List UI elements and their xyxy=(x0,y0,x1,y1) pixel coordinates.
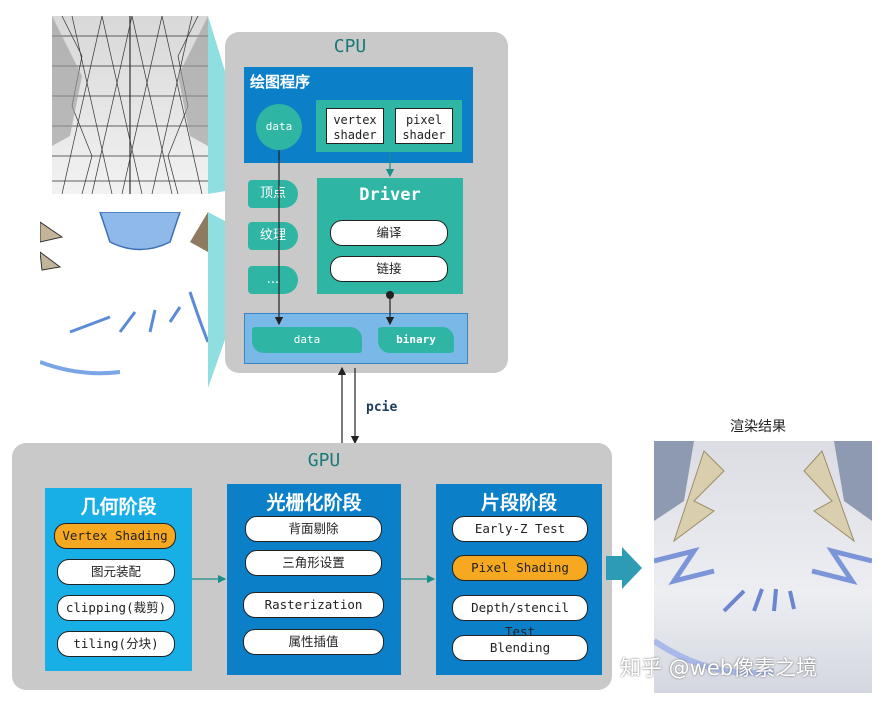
result-label: 渲染结果 xyxy=(730,419,786,435)
vertex-shading-step: Vertex Shading xyxy=(54,523,176,549)
render-result-image xyxy=(654,441,872,693)
driver-title: Driver xyxy=(359,185,421,205)
depth-stencil-test-step: Depth/stencil Test xyxy=(452,595,588,639)
clipping-step: clipping(裁剪) xyxy=(57,595,175,621)
geometry-stage-title: 几何阶段 xyxy=(80,496,157,518)
attribute-interpolation-step: 属性插值 xyxy=(243,629,384,655)
vertex-shader-doc: vertex shader xyxy=(326,108,384,144)
data-circle: data xyxy=(256,104,302,150)
rasterization-step: Rasterization xyxy=(243,592,384,618)
cpu-title: CPU xyxy=(333,36,367,57)
triangle-setup-step: 三角形设置 xyxy=(245,550,382,576)
pcie-label: pcie xyxy=(366,400,398,415)
texture-render-image xyxy=(40,212,208,388)
tag-vertex: 顶点 xyxy=(248,180,298,208)
wireframe-mesh-image xyxy=(52,16,208,194)
fragment-stage-title: 片段阶段 xyxy=(480,492,557,514)
result-arrow xyxy=(606,547,642,589)
output-data: data xyxy=(252,327,362,353)
tag-more: ... xyxy=(248,266,298,294)
pixel-shader-doc: pixel shader xyxy=(395,108,453,144)
primitive-assembly-step: 图元装配 xyxy=(57,559,175,585)
early-z-test-step: Early-Z Test xyxy=(452,516,588,542)
compile-button: 编译 xyxy=(330,220,448,246)
blending-step: Blending xyxy=(452,635,588,661)
tiling-step: tiling(分块) xyxy=(57,631,175,657)
output-binary: binary xyxy=(378,327,454,353)
backface-culling-step: 背面剔除 xyxy=(245,516,382,542)
link-button: 链接 xyxy=(330,256,448,282)
pixel-shading-step: Pixel Shading xyxy=(452,555,588,581)
program-title: 绘图程序 xyxy=(250,73,311,91)
watermark: 知乎 @web像素之境 xyxy=(620,656,818,680)
raster-stage-title: 光栅化阶段 xyxy=(266,492,362,514)
gpu-title: GPU xyxy=(307,450,341,471)
